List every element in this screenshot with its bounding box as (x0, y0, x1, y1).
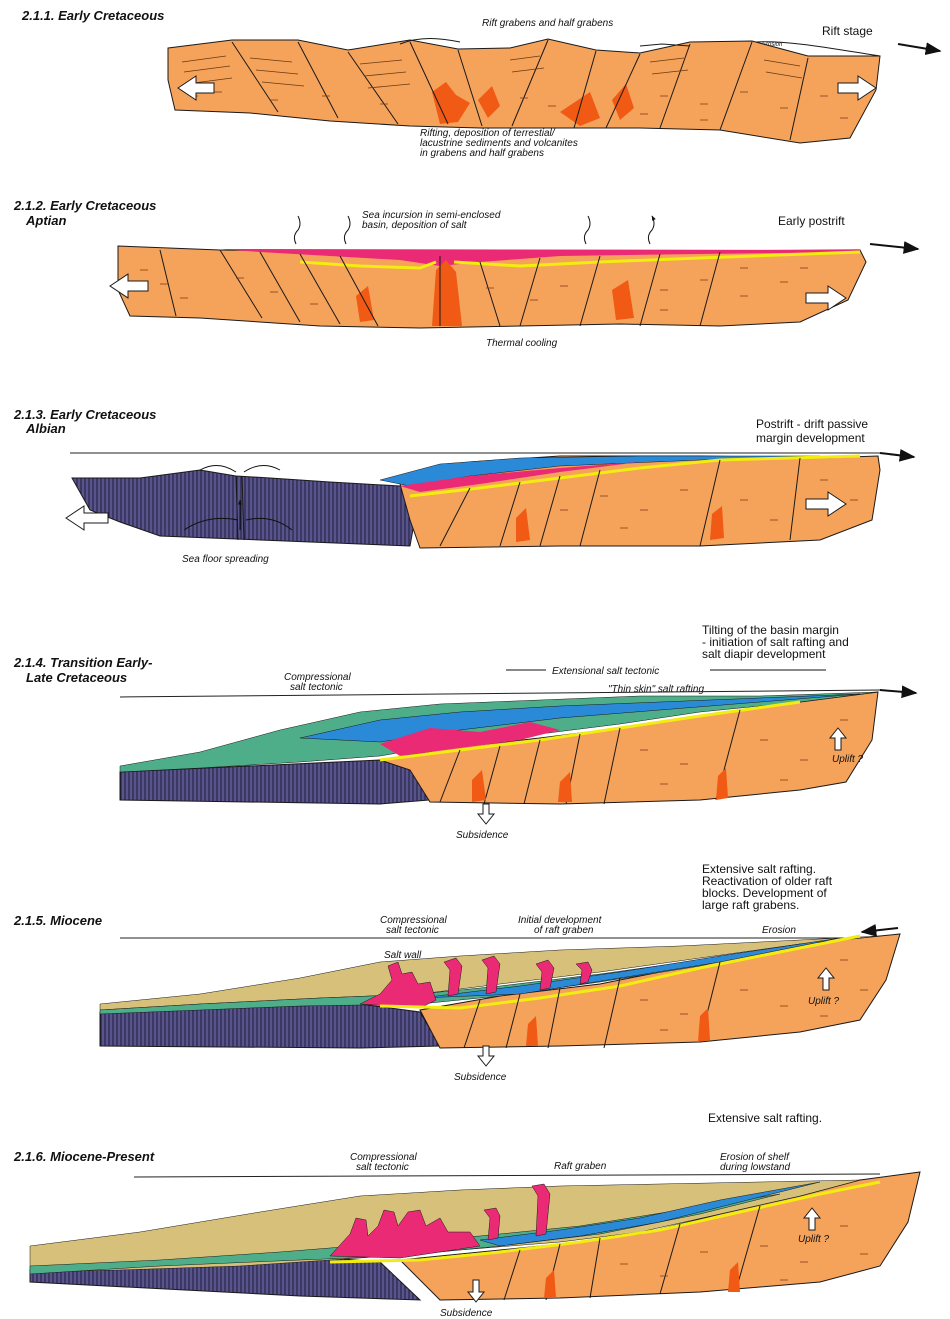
panel-1-stage-label: Rift stage (822, 24, 873, 38)
panel-early-cretaceous: 2.1.1. Early Cretaceous Rift stage Rift … (21, 8, 940, 159)
panel-3-drift-arrow (880, 453, 914, 457)
panel-5-sea-level-arrow (862, 928, 898, 932)
panel-2-drift-arrow (870, 244, 918, 249)
panel-4-subsidence-arrow (478, 804, 494, 824)
panel-6-erosion-label: Erosion of shelf during lowstand (720, 1152, 792, 1173)
panel-5-uplift-label: Uplift ? (808, 996, 840, 1007)
panel-albian: 2.1.3. Early Cretaceous Albian Postrift … (13, 407, 914, 565)
panel-2-stage-label: Early postrift (778, 214, 845, 228)
panel-1-graben-label: Rift grabens and half grabens (482, 18, 613, 29)
panel-1-heading: 2.1.1. Early Cretaceous (21, 8, 164, 23)
panel-transition: 2.1.4. Transition Early- Late Cretaceous… (13, 623, 916, 841)
panel-4-uplift-label: Uplift ? (832, 754, 864, 765)
panel-4-thin-skin-label: "Thin skin" salt rafting (608, 684, 704, 695)
panel-6-subsidence-label: Subsidence (440, 1308, 493, 1319)
panel-1-rifting-label: Rifting, deposition of terrestial/ lacus… (420, 128, 581, 159)
panel-5-heading: 2.1.5. Miocene (13, 913, 102, 928)
panel-2-heading: 2.1.2. Early Cretaceous Aptian (13, 198, 160, 228)
panel-5-subsidence-arrow (478, 1046, 494, 1066)
panel-5-stage-label: Extensive salt rafting. Reactivation of … (702, 862, 835, 912)
panel-4-compressional-label: Compressional salt tectonic (284, 672, 353, 693)
panel-4-drift-arrow (880, 690, 916, 693)
panel-miocene-present: 2.1.6. Miocene-Present Extensive salt ra… (13, 1111, 920, 1319)
panel-5-compressional-label: Compressional salt tectonic (380, 915, 449, 936)
panel-6-uplift-label: Uplift ? (798, 1234, 830, 1245)
panel-2-sea-incursion-label: Sea incursion in semi-enclosed basin, de… (362, 210, 503, 231)
panel-1-drift-arrow (898, 44, 940, 51)
panel-6-compressional-label: Compressional salt tectonic (350, 1152, 419, 1173)
panel-5-erosion-label: Erosion (762, 925, 796, 936)
panel-3-sea-floor-spreading-label: Sea floor spreading (182, 554, 269, 565)
panel-aptian: 2.1.2. Early Cretaceous Aptian Early pos… (13, 198, 918, 349)
panel-4-heading: 2.1.4. Transition Early- Late Cretaceous (13, 655, 156, 685)
panel-4-stage-label: Tilting of the basin margin - initiation… (702, 623, 852, 661)
panel-5-subsidence-label: Subsidence (454, 1072, 507, 1083)
panel-6-sea-level (134, 1174, 880, 1177)
panel-3-heading: 2.1.3. Early Cretaceous Albian (13, 407, 160, 436)
panel-6-raft-graben-label: Raft graben (554, 1161, 607, 1172)
panel-5-raft-graben-label: Initial development of raft graben (518, 915, 604, 936)
panel-6-stage-label: Extensive salt rafting. (708, 1111, 822, 1125)
panel-4-extensional-label: Extensional salt tectonic (552, 666, 659, 677)
panel-3-stage-label: Postrift - drift passive margin developm… (756, 417, 871, 445)
panel-6-heading: 2.1.6. Miocene-Present (13, 1149, 155, 1164)
panel-3-oceanic-crust (72, 470, 420, 546)
panel-miocene: 2.1.5. Miocene Extensive salt rafting. R… (13, 862, 900, 1083)
panel-4-subsidence-label: Subsidence (456, 830, 509, 841)
panel-2-thermal-cooling-label: Thermal cooling (486, 338, 558, 349)
